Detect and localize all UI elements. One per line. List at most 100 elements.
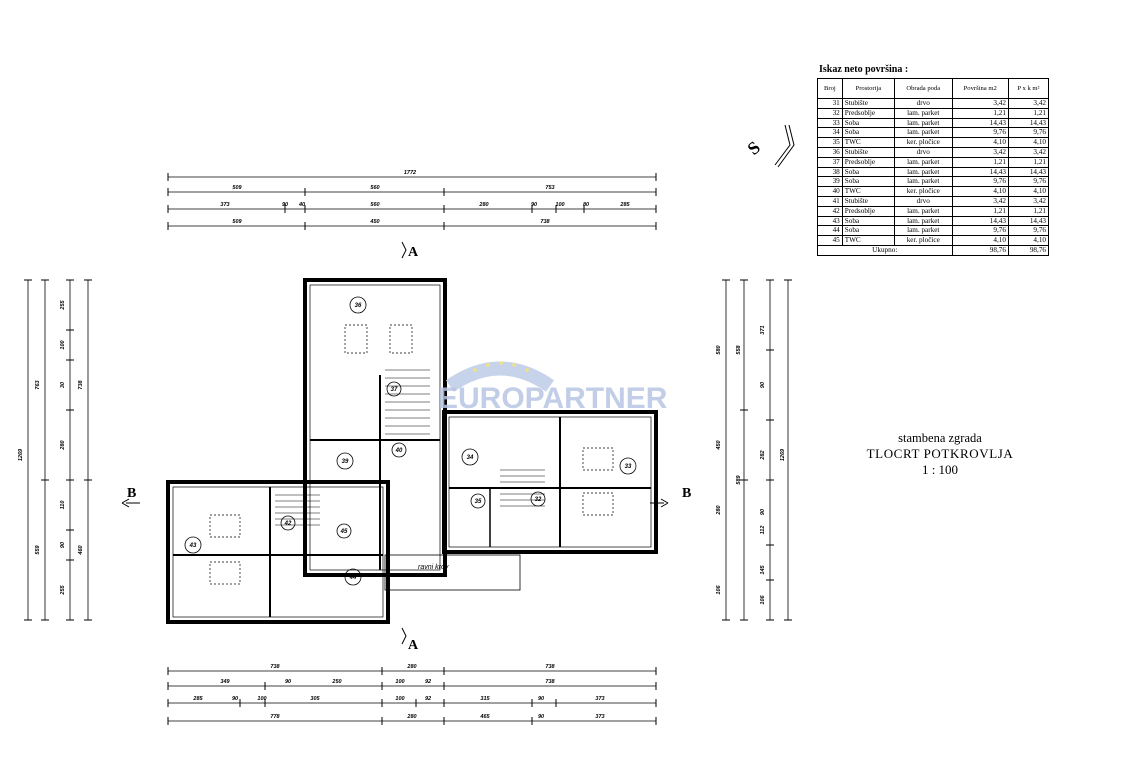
area-table-title: Iskaz neto površina : (819, 64, 909, 75)
table-cell: 35 (817, 137, 843, 148)
table-cell: 34 (817, 127, 843, 139)
dimension-label: 558 (736, 344, 742, 354)
room-label-34: 34 (467, 455, 474, 461)
dimension-label: 250 (331, 679, 341, 685)
table-cell: 1,21 (1007, 156, 1050, 168)
dimension-label: 90 (538, 696, 544, 702)
dimension-label: 460 (78, 545, 84, 555)
dimension-label: 778 (270, 714, 280, 720)
dimension-label: 738 (545, 679, 555, 685)
area-table: Broj Prostorija Obrada poda Površina m2 … (817, 78, 1050, 256)
col-header: Prostorija (841, 78, 896, 99)
dimension-label: 589 (736, 474, 742, 484)
dimension-label: 80 (583, 202, 589, 208)
total-pk: 98,76 (1007, 244, 1050, 256)
caption-title: TLOCRT POTKROVLJA (866, 446, 1014, 461)
table-cell: 43 (817, 215, 843, 227)
room-label-45: 45 (340, 529, 348, 535)
table-cell: lam. parket (894, 176, 953, 188)
table-cell: 1,21 (1007, 107, 1050, 119)
dimension-label: 255 (60, 584, 66, 595)
dim-top-total: 1772 (404, 170, 416, 176)
room-label-42: 42 (284, 521, 292, 527)
room-label-33: 33 (625, 464, 632, 470)
dimension-label: 450 (369, 219, 379, 225)
table-cell: 14,43 (951, 166, 1009, 178)
table-cell: Predsoblje (841, 205, 896, 217)
dimension-label: 580 (716, 345, 722, 354)
table-cell: 4,10 (1007, 137, 1050, 148)
table-cell: 14,43 (951, 117, 1009, 129)
dimension-label: 753 (545, 185, 554, 191)
dim-left-total: 1269 (18, 448, 24, 461)
dimension-label: 285 (192, 696, 203, 702)
table-cell: 1,21 (951, 156, 1009, 168)
table-cell: 14,43 (951, 215, 1009, 227)
table-cell: 3,42 (951, 195, 1009, 207)
col-header: Površina m2 (951, 78, 1009, 99)
dimension-label: 373 (220, 202, 229, 208)
table-cell: 44 (817, 225, 843, 237)
table-cell: 3,42 (1007, 146, 1050, 158)
dimension-label: 145 (760, 564, 766, 574)
table-cell: TWC (841, 186, 896, 197)
table-cell: lam. parket (894, 117, 953, 129)
table-cell: lam. parket (894, 215, 953, 227)
area-table-panel: Iskaz neto površina : Broj Prostorija Ob… (817, 64, 1051, 256)
caption-building: stambena zgrada (898, 431, 982, 445)
dimension-label: 560 (370, 202, 379, 208)
table-cell: ker. pločice (894, 137, 953, 148)
room-label-35: 35 (475, 499, 482, 505)
col-header: P x k m² (1007, 78, 1050, 99)
table-cell: 1,21 (951, 107, 1009, 119)
table-cell: 39 (817, 176, 843, 188)
dimension-label: 100 (257, 696, 266, 702)
room-label-37: 37 (391, 387, 398, 393)
table-cell: 3,42 (1007, 98, 1050, 109)
dimension-label: 90 (760, 509, 766, 515)
dimension-label: 90 (531, 202, 537, 208)
table-cell: 14,43 (1007, 117, 1050, 129)
table-cell: ker. pločice (894, 186, 953, 197)
dimension-label: 763 (35, 380, 41, 389)
table-cell: Soba (841, 215, 896, 227)
dimension-label: 90 (60, 542, 66, 548)
dimension-label: 509 (232, 219, 242, 225)
section-b-right: B (682, 486, 691, 501)
dimension-label: 90 (285, 679, 291, 685)
col-header: Broj (817, 78, 843, 99)
section-a-top: A (408, 245, 419, 260)
roof-label: ravni krov (418, 564, 449, 571)
table-cell: 9,76 (951, 176, 1009, 188)
table-cell: TWC (841, 137, 896, 148)
table-cell: 1,21 (951, 205, 1009, 217)
table-cell: 4,10 (1007, 186, 1050, 197)
total-area: 98,76 (951, 244, 1009, 256)
dimension-label: 315 (480, 696, 490, 702)
north-label: S (743, 137, 764, 159)
dimension-label: 509 (232, 185, 242, 191)
dimension-label: 280 (478, 202, 488, 208)
table-cell: 36 (817, 146, 843, 158)
table-cell: 9,76 (1007, 176, 1050, 188)
dimension-label: 280 (716, 505, 722, 515)
area-table-header: Broj Prostorija Obrada poda Površina m2 … (817, 78, 1050, 99)
dimension-label: 106 (716, 584, 722, 594)
dimension-label: 90 (760, 382, 766, 388)
table-cell: 32 (817, 107, 843, 119)
table-cell: lam. parket (894, 225, 953, 237)
table-cell: lam. parket (894, 166, 953, 178)
table-cell: 9,76 (1007, 225, 1050, 237)
table-cell: drvo (894, 98, 953, 109)
